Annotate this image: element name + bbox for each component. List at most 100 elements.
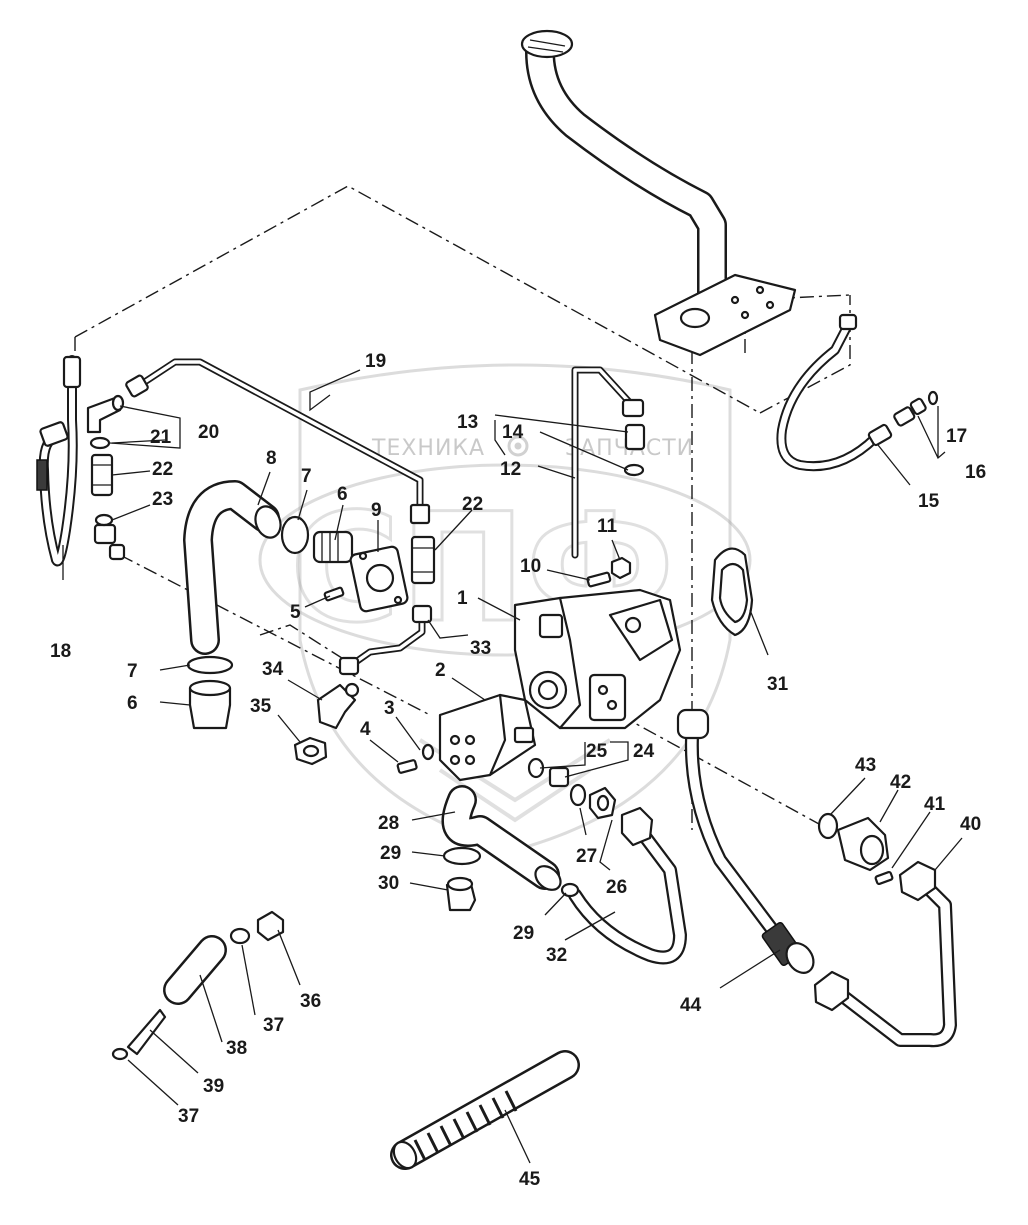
clamp-7-lower <box>186 655 234 675</box>
suction-pipe-44 <box>676 708 815 974</box>
rubber-hose-8 <box>183 480 282 655</box>
callout-4: 4 <box>360 719 371 740</box>
gear-icon <box>507 435 529 457</box>
pipe-40 <box>813 860 957 1048</box>
hose-38 <box>163 935 227 1005</box>
callout-7-lower: 7 <box>127 661 138 682</box>
callout-21: 21 <box>150 427 172 448</box>
clamp-7-upper <box>280 515 310 555</box>
callout-43: 43 <box>855 755 876 776</box>
gasket-31 <box>710 547 754 637</box>
hose-15 <box>776 313 893 472</box>
adapter-36 <box>256 910 285 942</box>
callout-9: 9 <box>371 500 382 521</box>
callout-27: 27 <box>576 846 597 867</box>
callout-35: 35 <box>250 696 272 717</box>
callout-28: 28 <box>378 813 399 834</box>
callout-32: 32 <box>546 945 567 966</box>
bolt-5 <box>323 586 345 602</box>
fitting-13 <box>624 423 646 451</box>
callout-6-lower: 6 <box>127 693 138 714</box>
callout-37-lower: 37 <box>178 1106 199 1127</box>
hydraulic-pump-1 <box>513 588 682 730</box>
callout-3: 3 <box>384 698 395 719</box>
callout-17: 17 <box>946 426 967 447</box>
bolt-10 <box>586 571 612 588</box>
callout-40: 40 <box>960 814 981 835</box>
callout-42: 42 <box>890 772 911 793</box>
adapter-22-center <box>410 535 436 585</box>
clamp-37-lower <box>111 1047 129 1061</box>
leader-lines <box>62 369 963 1164</box>
steel-tube-19 <box>125 358 431 525</box>
callout-12: 12 <box>500 459 521 480</box>
adapter-22-left <box>90 453 114 497</box>
o-ring-43 <box>817 812 839 840</box>
callout-1: 1 <box>457 588 468 609</box>
watermark-text-left: ТЕХНИКА <box>371 436 485 461</box>
callout-25: 25 <box>586 741 608 762</box>
callout-11: 11 <box>597 516 618 537</box>
bolt-41 <box>874 870 894 886</box>
lock-nut-35 <box>293 736 328 766</box>
elbow-fitting-34 <box>316 682 360 730</box>
callout-29-right: 29 <box>513 923 534 944</box>
bolt-4 <box>396 759 418 774</box>
oil-filler-tube <box>520 29 797 357</box>
watermark-ellipse <box>258 463 752 657</box>
pipe-32 <box>568 806 687 965</box>
filler-flange-plate <box>653 273 797 357</box>
filler-cap <box>520 29 574 59</box>
callout-33: 33 <box>470 638 491 659</box>
callout-37-upper: 37 <box>263 1015 284 1036</box>
o-ring-14 <box>623 463 645 477</box>
callout-39: 39 <box>203 1076 224 1097</box>
o-ring-21 <box>89 436 111 450</box>
callout-31: 31 <box>767 674 789 695</box>
callout-labels: 1 2 3 4 5 6 6 7 7 8 9 10 11 12 13 14 15 … <box>50 351 986 1190</box>
nipple-6-lower <box>188 679 232 730</box>
callout-23: 23 <box>152 489 173 510</box>
callout-36: 36 <box>300 991 321 1012</box>
nozzle-39 <box>126 1008 167 1056</box>
adapter-16 <box>893 397 927 427</box>
callout-45: 45 <box>519 1169 541 1190</box>
callout-7-upper: 7 <box>301 466 312 487</box>
callout-6-upper: 6 <box>337 484 348 505</box>
callout-5: 5 <box>290 602 301 623</box>
callout-15: 15 <box>918 491 940 512</box>
callout-20: 20 <box>198 422 219 443</box>
callout-14: 14 <box>502 422 524 443</box>
callout-29-left: 29 <box>380 843 401 864</box>
o-ring-17 <box>927 390 939 406</box>
elbow-23 <box>93 513 126 561</box>
clamp-37-upper <box>229 927 251 945</box>
callout-41: 41 <box>924 794 946 815</box>
flange-9 <box>349 545 409 613</box>
callout-8: 8 <box>266 448 277 469</box>
nipple-6-upper <box>312 530 354 564</box>
callout-26: 26 <box>606 877 627 898</box>
callout-22-left: 22 <box>152 459 173 480</box>
callout-34: 34 <box>262 659 284 680</box>
callout-2: 2 <box>435 660 446 681</box>
steel-tube-33 <box>338 604 433 676</box>
nut-11 <box>610 556 632 580</box>
fitting-24 <box>548 766 570 788</box>
fitting-26 <box>588 786 617 820</box>
flange-42 <box>836 816 890 872</box>
o-ring-3 <box>421 743 435 761</box>
callout-38: 38 <box>226 1038 247 1059</box>
plug-30 <box>445 876 477 912</box>
callout-44: 44 <box>680 995 702 1016</box>
callout-10: 10 <box>520 556 541 577</box>
o-ring-27 <box>569 783 587 807</box>
hose-28 <box>441 785 562 891</box>
callout-18: 18 <box>50 641 71 662</box>
callout-24: 24 <box>633 741 655 762</box>
hose-18 <box>36 355 82 567</box>
callout-30: 30 <box>378 873 399 894</box>
clamp-29-left <box>442 846 482 866</box>
watermark-shield <box>298 363 732 852</box>
